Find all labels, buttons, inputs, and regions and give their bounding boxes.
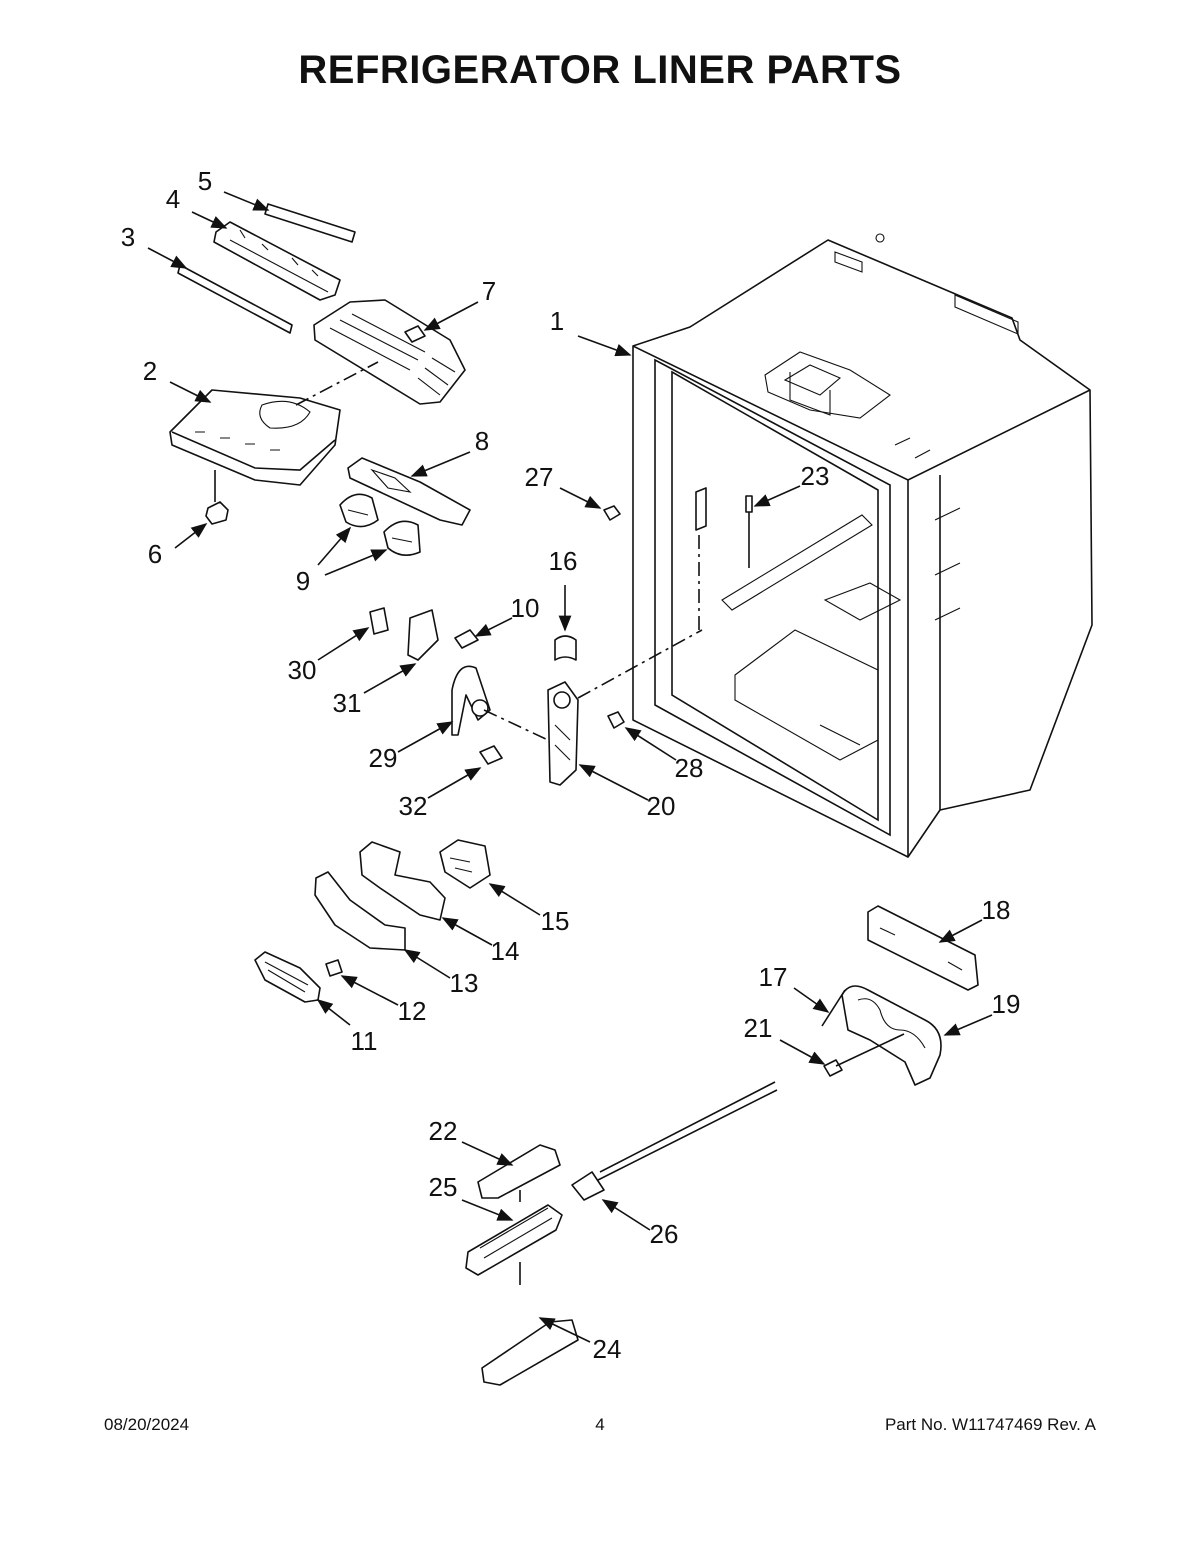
footer-part-number: Part No. W11747469 Rev. A [884,1415,1096,1434]
callout-30: 30 [288,655,317,685]
callout-14: 14 [491,936,520,966]
part-21-screw [823,1033,905,1077]
callout-31: 31 [333,688,362,718]
part-8-housing [347,457,471,526]
part-11-cover [254,951,321,1003]
part-15-module [439,839,491,889]
part-7-cover [313,299,466,405]
part-30-switch [369,607,389,635]
part-26-cable [571,1081,778,1201]
part-32-clip [479,745,503,765]
callout-12: 12 [398,996,427,1026]
alignment-lines [295,361,379,406]
part-12-screw [325,959,343,977]
callout-16: 16 [549,546,578,576]
part-5-strip [264,203,356,243]
part-28-screw [607,711,625,729]
callout-7: 7 [482,276,496,306]
part-31-bracket [407,609,439,661]
callout-9: 9 [296,566,310,596]
callout-2: 2 [143,356,157,386]
callout-15: 15 [541,906,570,936]
callout-19: 19 [992,989,1021,1019]
callout-28: 28 [675,753,704,783]
callout-18: 18 [982,895,1011,925]
part-20-housing [483,629,703,786]
callout-24: 24 [593,1334,622,1364]
part-22-bracket [477,1144,561,1199]
callout-32: 32 [399,791,428,821]
callout-11: 11 [351,1026,378,1056]
page-title: REFRIGERATOR LINER PARTS [298,48,902,92]
callout-8: 8 [475,426,489,456]
part-14-trim [359,841,446,921]
callout-5: 5 [198,166,212,196]
part-1-liner [632,233,1093,858]
part-18-bracket [867,905,979,991]
part-10-clip [454,629,479,649]
callout-25: 25 [429,1172,458,1202]
part-19-heater [841,985,942,1086]
part-6-clip [205,501,229,525]
part-3-strip [177,264,293,334]
callout-numbers: 1234567891011121314151617181920212223242… [121,166,1021,1364]
callout-1: 1 [550,306,564,336]
part-23-sensor [695,487,753,630]
part-16-cap [554,635,577,661]
callout-13: 13 [450,968,479,998]
part-17-screw [821,989,846,1027]
callout-22: 22 [429,1116,458,1146]
part-29-tube [451,665,491,736]
callout-27: 27 [525,462,554,492]
footer-date: 08/20/2024 [104,1415,190,1434]
callout-10: 10 [511,593,540,623]
callout-3: 3 [121,222,135,252]
callout-6: 6 [148,539,162,569]
part-9-motor [339,493,421,556]
part-27-clip [603,505,621,521]
callout-4: 4 [166,184,180,214]
callout-20: 20 [647,791,676,821]
callout-26: 26 [650,1219,679,1249]
part-25-filter [465,1190,563,1285]
footer-page-number: 4 [595,1415,605,1434]
part-13-trim [314,871,406,951]
part-4-bracket [213,221,341,301]
leader-lines [147,191,993,1343]
callout-21: 21 [744,1013,773,1043]
callout-23: 23 [801,461,830,491]
callout-29: 29 [369,743,398,773]
part-2-housing [169,389,341,502]
callout-17: 17 [759,962,788,992]
